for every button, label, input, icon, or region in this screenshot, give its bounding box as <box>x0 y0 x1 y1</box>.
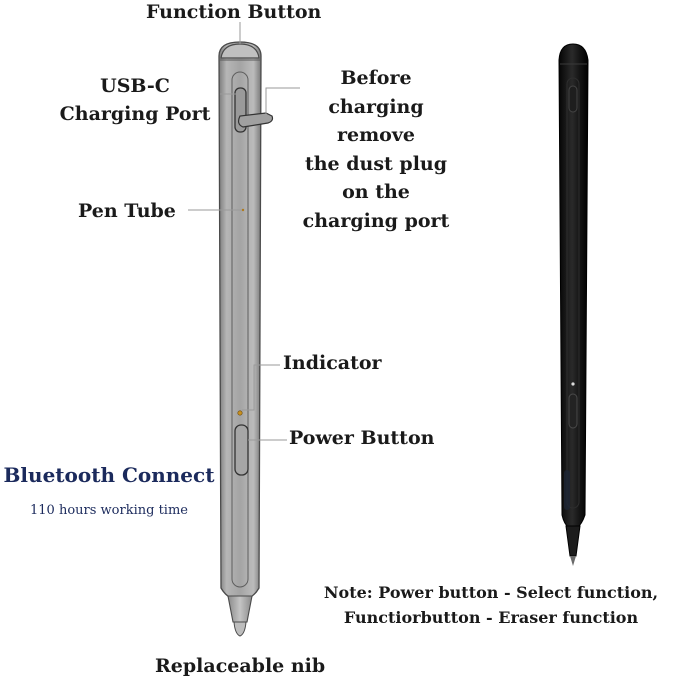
dust-plug-note: Before charging remove the dust plug on … <box>294 64 458 235</box>
indicator-dot <box>237 410 243 416</box>
leader-indicator <box>242 364 280 411</box>
usb-c-label-line1: USB-C <box>100 75 170 97</box>
power-button-label: Power Button <box>289 427 435 449</box>
leader-dust-plug <box>265 87 300 114</box>
black-pen-power-button <box>568 393 578 429</box>
dust-plug-line2: charging <box>328 95 424 118</box>
black-pen-blue-sheen <box>564 470 570 510</box>
function-note: Note: Power button - Select function, Fu… <box>308 580 674 630</box>
usb-c-label-line2: Charging Port <box>59 103 211 125</box>
black-pen-side-groove <box>566 77 580 509</box>
dust-plug-line5: on the <box>342 181 410 203</box>
nib-cone <box>227 595 253 623</box>
replaceable-nib-label: Replaceable nib <box>155 655 326 677</box>
black-pen-body <box>558 43 589 529</box>
black-pen-usb-port <box>568 85 578 113</box>
power-button-slot <box>234 424 249 476</box>
black-pen-tip <box>570 556 576 566</box>
black-pen-indicator <box>571 382 575 386</box>
working-time-subtitle: 110 hours working time <box>30 503 188 518</box>
dust-plug-line6: charging port <box>302 209 450 232</box>
pen-tube-label: Pen Tube <box>78 200 176 222</box>
dust-plug-icon <box>237 112 274 128</box>
indicator-label: Indicator <box>283 352 382 374</box>
function-button-label: Function Button <box>146 1 322 23</box>
side-panel-groove <box>231 71 249 588</box>
usb-c-charging-port-label: USB-C Charging Port <box>52 74 218 126</box>
bluetooth-connect-title: Bluetooth Connect <box>3 463 215 487</box>
dust-plug-line1: Before <box>340 67 412 89</box>
note-line1: Note: Power button - Select function, <box>323 583 659 602</box>
note-line2: Functiorbutton - Eraser function <box>343 608 639 627</box>
black-pen-nib <box>565 525 581 557</box>
pen-tube-marker <box>241 208 245 212</box>
dust-plug-line4: the dust plug <box>304 152 448 175</box>
function-button-cap <box>220 43 260 59</box>
silver-pen-body <box>218 41 262 599</box>
replaceable-nib-tip <box>233 621 247 637</box>
dust-plug-line3: remove <box>336 124 415 146</box>
